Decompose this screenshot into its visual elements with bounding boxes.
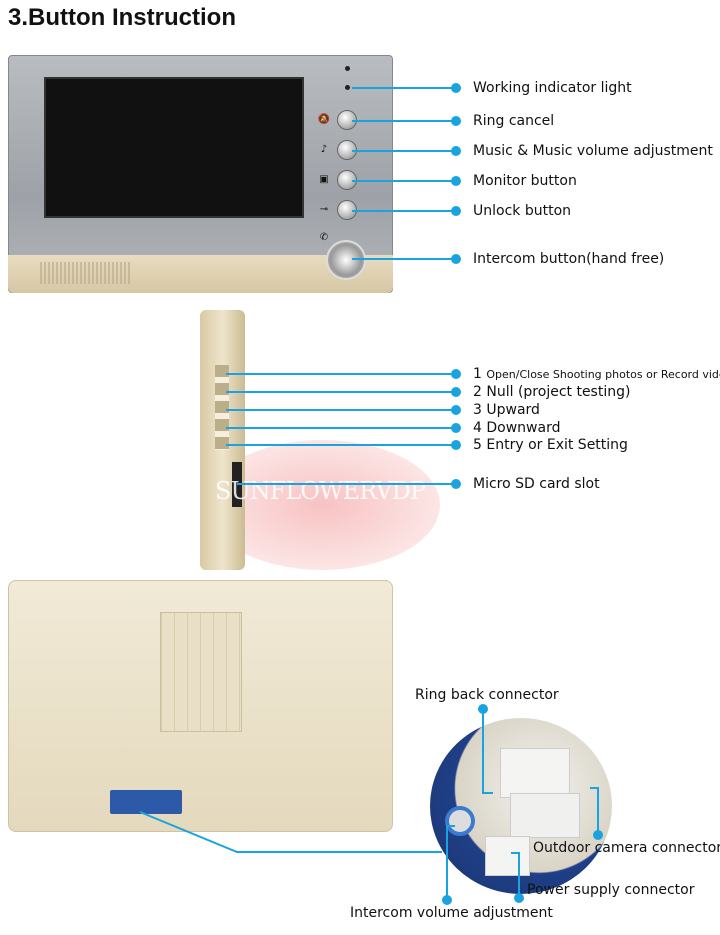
- label-monitor: Monitor button: [473, 173, 577, 189]
- label-ring-back: Ring back connector: [415, 687, 559, 703]
- page-title: 3.Button Instruction: [8, 4, 236, 31]
- label-side-button-1: 1 Open/Close Shooting photos or Record v…: [473, 366, 720, 382]
- volume-potentiometer: [445, 806, 475, 836]
- label-side-button-3: 3 Upward: [473, 402, 540, 418]
- label-power-supply: Power supply connector: [527, 882, 695, 898]
- phone-icon: ✆: [319, 232, 329, 243]
- indicator-light: [345, 85, 350, 90]
- side-buttons[interactable]: [215, 365, 229, 450]
- label-working-indicator: Working indicator light: [473, 80, 632, 96]
- label-outdoor-camera: Outdoor camera connector: [533, 840, 720, 856]
- label-side-button-2: 2 Null (project testing): [473, 384, 631, 400]
- label-intercom-volume: Intercom volume adjustment: [350, 905, 553, 921]
- indicator-light: [345, 66, 350, 71]
- music-note-icon: ♪: [320, 144, 328, 155]
- bell-mute-icon: 🔕: [317, 114, 331, 125]
- outdoor-camera-port: [500, 748, 570, 798]
- back-connector-board: [110, 790, 182, 814]
- label-music: Music & Music volume adjustment: [473, 143, 713, 159]
- label-side-button-4: 4 Downward: [473, 420, 561, 436]
- watermark-text: SUNFLOWERVDP: [215, 477, 426, 505]
- connector-closeup: [430, 718, 612, 894]
- label-intercom: Intercom button(hand free): [473, 251, 665, 267]
- label-side-button-5: 5 Entry or Exit Setting: [473, 437, 628, 453]
- label-ring-cancel: Ring cancel: [473, 113, 555, 129]
- label-unlock: Unlock button: [473, 203, 572, 219]
- monitor-screen: [44, 77, 304, 218]
- speaker-grill: [40, 262, 130, 284]
- label-sd-slot: Micro SD card slot: [473, 476, 600, 492]
- key-icon: ⊸: [319, 204, 329, 215]
- outdoor-camera-port: [510, 793, 580, 838]
- monitor-icon: ▣: [319, 174, 329, 185]
- power-port: [485, 836, 530, 876]
- back-vent: [160, 612, 242, 732]
